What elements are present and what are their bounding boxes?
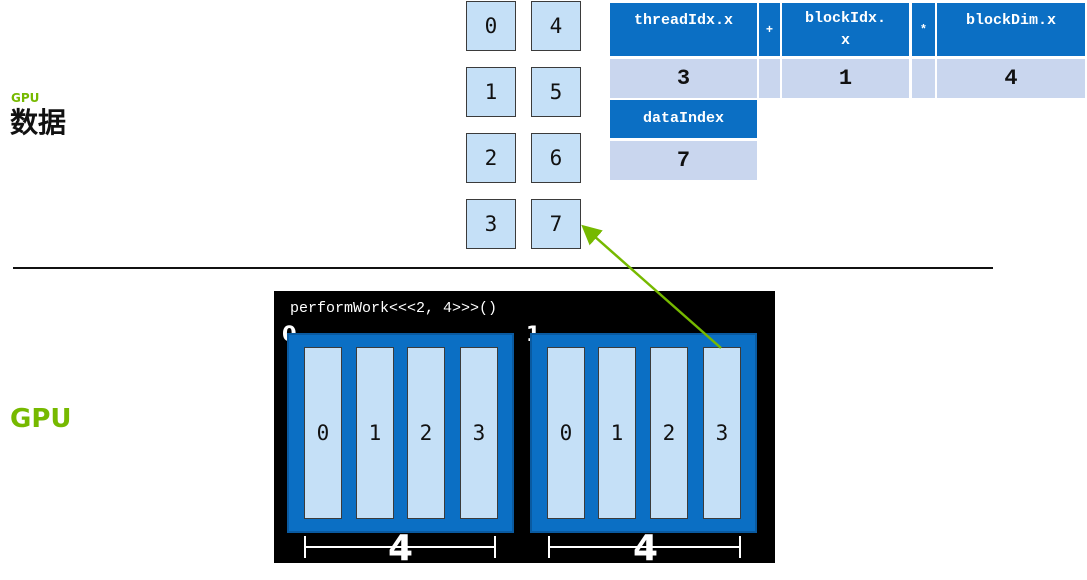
block-idx-value: 1: [782, 59, 909, 98]
thread: 0: [304, 347, 342, 519]
data-index-header: dataIndex: [610, 100, 757, 138]
data-cell: 3: [466, 199, 516, 249]
thread: 2: [650, 347, 688, 519]
data-cell: 2: [466, 133, 516, 183]
block-dim-label: 4: [633, 528, 659, 569]
data-cell: 1: [466, 67, 516, 117]
times-spacer: [912, 59, 935, 98]
data-cell: 5: [531, 67, 581, 117]
thread-idx-value: 3: [610, 59, 757, 98]
times-operator: *: [912, 3, 935, 56]
data-cell: 4: [531, 1, 581, 51]
data-index-value: 7: [610, 141, 757, 180]
plus-operator: +: [759, 3, 780, 56]
block-idx-header: blockIdx. x: [782, 3, 909, 56]
thread: 0: [547, 347, 585, 519]
data-cell: 0: [466, 1, 516, 51]
block-dim-header: blockDim.x: [937, 3, 1085, 56]
block-dim-label: 4: [388, 528, 414, 569]
gpu-small-label: GPU: [11, 91, 40, 105]
thread: 1: [356, 347, 394, 519]
data-cell-target: 7: [531, 199, 581, 249]
section-divider: [13, 267, 993, 269]
thread-idx-header: threadIdx.x: [610, 3, 757, 56]
thread-highlighted: 3: [703, 347, 741, 519]
block-dim-value: 4: [937, 59, 1085, 98]
arrow-line: [581, 224, 722, 349]
gpu-label: GPU: [10, 404, 72, 434]
data-cell: 6: [531, 133, 581, 183]
plus-spacer: [759, 59, 780, 98]
dimension-line: [548, 546, 741, 548]
dimension-line: [304, 546, 496, 548]
kernel-launch-call: performWork<<<2, 4>>>(): [290, 300, 498, 317]
thread: 3: [460, 347, 498, 519]
thread: 2: [407, 347, 445, 519]
data-label: 数据: [10, 106, 67, 139]
thread: 1: [598, 347, 636, 519]
